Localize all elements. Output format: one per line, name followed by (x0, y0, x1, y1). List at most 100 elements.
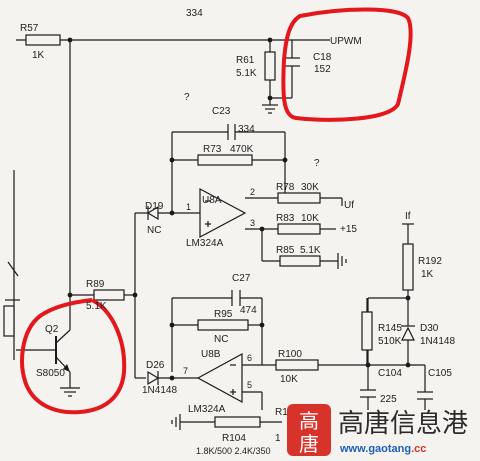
r89-value: 5.1K (86, 301, 107, 312)
resistor-r89 (93, 289, 125, 301)
watermark-logo-char-2: 唐 (299, 432, 319, 456)
u8a-label: U8A (202, 195, 222, 206)
diode-d19 (146, 205, 159, 221)
ground-symbol-r61 (262, 104, 278, 114)
r100-value: 10K (280, 374, 298, 385)
labels: 334 R57 1K UPWM C18 152 R61 5.1K ? ? C23… (20, 8, 455, 456)
r83-value: 10K (301, 213, 319, 224)
ground-symbol-r104 (171, 414, 181, 430)
resistor-r100 (275, 359, 319, 371)
r73-label: R73 (203, 144, 222, 155)
q2-value: S8050 (36, 368, 65, 379)
c23-label: C23 (212, 106, 231, 117)
c27-label: C27 (232, 273, 251, 284)
r85-label: R85 (276, 245, 295, 256)
resistor-r61 (264, 51, 276, 81)
u8a-part: LM324A (186, 238, 224, 249)
r89-label: R89 (86, 279, 105, 290)
u8b-pin7: 7 (183, 366, 188, 376)
q2-label: Q2 (45, 324, 59, 335)
d30-label: D30 (420, 323, 439, 334)
c23-value: 334 (238, 124, 255, 135)
r145-value: 510K (378, 336, 402, 347)
r145-label: R145 (378, 323, 402, 334)
resistor-r192 (402, 243, 414, 291)
u8b-label: U8B (201, 349, 221, 360)
watermark-logo-char-1: 高 (299, 409, 319, 433)
watermark-url-tld: .cc (411, 443, 426, 455)
c104-label: C104 (378, 368, 402, 379)
if-label: If (405, 211, 411, 222)
red-annotation-upwm (281, 7, 413, 122)
r61-value: 5.1K (236, 68, 257, 79)
r61-label: R61 (236, 55, 255, 66)
ground-symbol-r85 (337, 253, 347, 269)
c105-label: C105 (428, 368, 452, 379)
resistor-r57 (25, 34, 61, 46)
r83-label: R83 (276, 213, 295, 224)
c18-label: C18 (313, 52, 332, 63)
resistor-r104 (214, 416, 261, 428)
diode-d26 (147, 370, 160, 386)
u8a-pin2: 2 (250, 187, 255, 197)
resistor-r73 (197, 154, 253, 166)
plus15-label: +15 (340, 224, 357, 235)
c18-value: 152 (314, 64, 331, 75)
r104-label: R104 (222, 433, 246, 444)
capacitor-c27 (231, 290, 241, 306)
uf-label: Uf (344, 200, 354, 211)
partial-component-left (3, 261, 20, 337)
capacitor-c104 (360, 389, 376, 410)
r57-value: 1K (32, 50, 45, 61)
watermark-logo (287, 404, 331, 456)
watermark: 高 唐 高唐信息港 www.gaotang.cc (287, 404, 468, 456)
r1x-value: 1 (275, 433, 281, 444)
watermark-url-domain: gaotang (368, 443, 411, 455)
r95-label: R95 (214, 309, 233, 320)
d19-label: D19 (145, 201, 164, 212)
r95-nc: NC (214, 334, 228, 345)
r1x-label: R1 (275, 407, 288, 418)
capacitor-c18 (284, 57, 300, 70)
resistor-r145 (361, 311, 373, 351)
u8a-pin1: 1 (186, 202, 191, 212)
r104-value: 1.8K/500 2.4K/350 (196, 446, 271, 456)
capacitor-c23 (227, 124, 236, 140)
d19-value: NC (147, 225, 161, 236)
d26-value: 1N4148 (142, 385, 177, 396)
resistor-r78 (277, 192, 321, 204)
diode-d30 (401, 318, 415, 350)
r78-label: R78 (276, 182, 295, 193)
question-mark-1: ? (184, 92, 190, 103)
resistor-r83 (277, 223, 321, 235)
c104-value: 225 (380, 394, 397, 405)
question-mark-2: ? (314, 158, 320, 169)
top-value-label: 334 (186, 8, 203, 19)
r57-label: R57 (20, 23, 39, 34)
watermark-url-www: www. (339, 443, 368, 455)
resistor-r95 (197, 319, 249, 331)
c27-value: 474 (240, 305, 257, 316)
upwm-label: UPWM (330, 36, 362, 47)
ground-symbol-q2 (60, 387, 80, 397)
r78-value: 30K (301, 182, 319, 193)
r192-value: 1K (421, 269, 434, 280)
watermark-url: www.gaotang.cc (339, 443, 426, 455)
wires (13, 39, 426, 423)
u8a-pin3: 3 (250, 218, 255, 228)
r85-value: 5.1K (300, 245, 321, 256)
red-annotation-q2 (20, 298, 127, 415)
opamp-u8a (199, 188, 247, 238)
u8b-pin6: 6 (247, 353, 252, 363)
u8b-pin5: 5 (247, 380, 252, 390)
d30-value: 1N4148 (420, 336, 455, 347)
resistor-r85 (279, 255, 321, 267)
capacitor-c105 (417, 391, 433, 410)
r192-label: R192 (418, 256, 442, 267)
d26-label: D26 (146, 360, 165, 371)
u8b-part: LM324A (188, 404, 226, 415)
r73-value: 470K (230, 144, 254, 155)
opamp-u8b (196, 352, 243, 404)
watermark-brand-text: 高唐信息港 (338, 409, 468, 439)
